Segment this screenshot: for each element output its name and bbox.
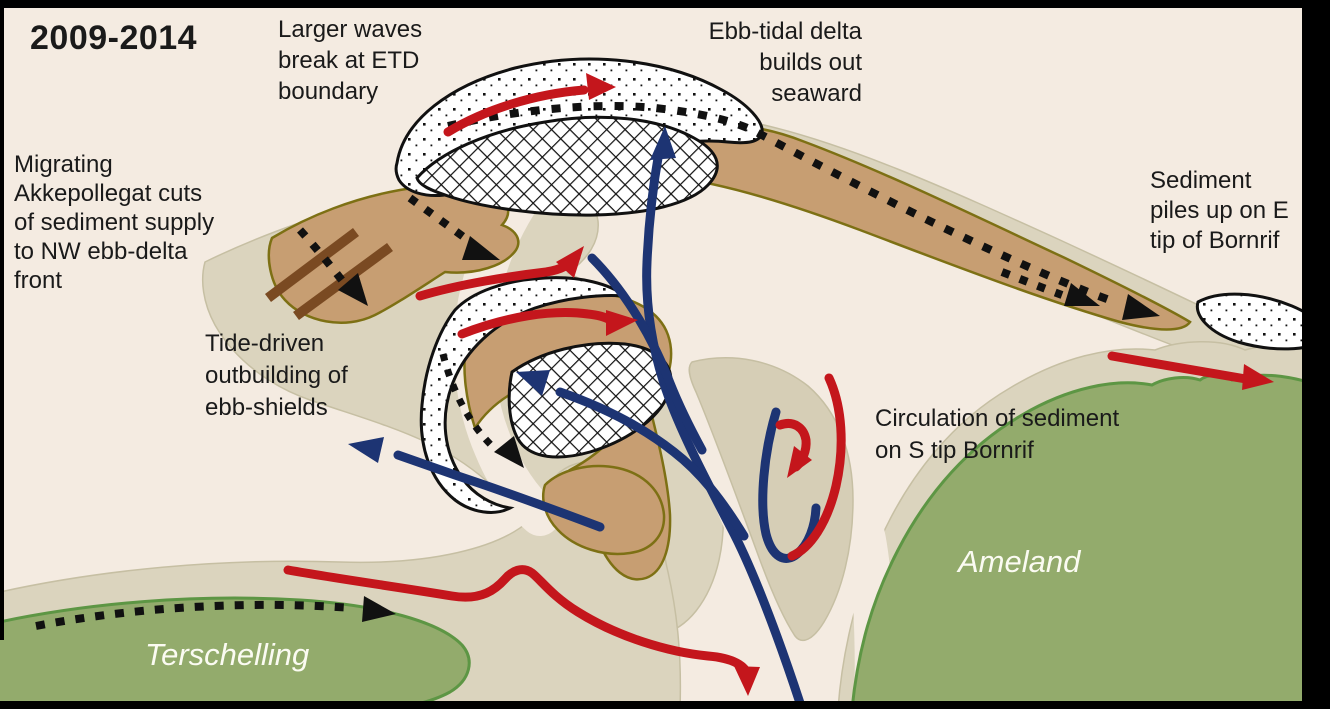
- dotted-arrow-nw-2: [407, 194, 475, 247]
- dotted-arrowhead-terschelling: [362, 596, 396, 622]
- dotted-arrowhead-nw-2: [462, 236, 500, 260]
- annotation-sediment-piles: Sediment piles up on E tip of Bornrif: [1150, 167, 1289, 254]
- red-arrowhead-etd-top: [586, 73, 616, 100]
- red-arrowhead-mid-west: [556, 246, 584, 278]
- annotation-circulation: Circulation of sediment on S tip Bornrif: [875, 405, 1120, 464]
- blue-arrowhead-southwest: [348, 437, 384, 463]
- blue-arrowhead-mid-shield: [516, 370, 550, 396]
- dotted-arrow-nw-1: [297, 227, 352, 291]
- island-label-terschelling: Terschelling: [145, 637, 310, 672]
- annotation-tide-driven: Tide-driven outbuilding of ebb-shields: [205, 330, 348, 421]
- red-arrowhead-inlet: [734, 666, 760, 696]
- blue-arrowhead-main-ebb: [650, 126, 676, 160]
- red-arrow-hook-shield: [457, 308, 615, 339]
- deposit-patterns: [394, 57, 1326, 514]
- dotted-arrowhead-etd: [1122, 294, 1160, 320]
- slide-title: 2009-2014: [30, 19, 198, 57]
- sandbar-bornrif-ridge: [646, 123, 1192, 331]
- blue-arrow-southwest: [393, 450, 605, 532]
- crosshatch-lobe-north: [415, 115, 719, 217]
- blue-arrow-mid-shield: [555, 387, 749, 541]
- brown-bar-1: [265, 228, 359, 302]
- red-arrowhead-circulation: [787, 446, 812, 478]
- stipple-crescent-mid: [419, 276, 630, 514]
- red-arrow-inlet-wavy: [283, 565, 753, 681]
- annotation-ebb-tidal-delta: Ebb-tidal delta builds out seaward: [708, 18, 862, 107]
- sandbars: [267, 123, 1192, 581]
- dotted-arrow-etd-boundary: [447, 102, 1120, 307]
- brown-bar-2: [293, 242, 393, 321]
- dotted-arrowhead-ridge-south: [1064, 283, 1100, 306]
- red-arrow-circulation-long: [787, 373, 846, 561]
- annotation-larger-waves: Larger waves break at ETD boundary: [278, 16, 423, 105]
- dotted-arrow-ebb-shield: [439, 353, 495, 449]
- platform-south-bornrif-wedge: [688, 357, 854, 642]
- frame-bar-right: [1302, 0, 1330, 709]
- annotation-migrating-akkepollegat: Migrating Akkepollegat cuts of sediment …: [14, 151, 215, 294]
- dotted-arrowhead-ebb-shield: [494, 436, 524, 468]
- red-arrowhead-east-tip: [1242, 364, 1274, 390]
- red-arrowhead-hook-shield: [606, 310, 638, 336]
- dotted-arrow-ridge-south: [1000, 268, 1064, 299]
- wave-transport-arrows: [35, 102, 1160, 630]
- sandbar-south-lobe: [541, 464, 666, 556]
- blue-arrow-second-strand: [587, 253, 707, 455]
- channel-wall-bars: [265, 228, 393, 321]
- tide-flow-arrows: [348, 126, 821, 708]
- frame-bar-left: [0, 0, 4, 640]
- blue-arrow-main-ebb: [642, 147, 805, 708]
- dotted-arrowhead-nw-1: [338, 273, 368, 306]
- islands: [0, 373, 1330, 709]
- frame-bar-bottom: [0, 701, 1330, 709]
- island-label-ameland: Ameland: [958, 544, 1081, 579]
- island-terschelling: [0, 596, 471, 709]
- red-arrow-east-tip: [1107, 351, 1251, 384]
- frame-bar-top: [0, 0, 1330, 8]
- red-arrow-etd-top: [443, 85, 589, 137]
- wave-flow-arrows: [283, 73, 1274, 696]
